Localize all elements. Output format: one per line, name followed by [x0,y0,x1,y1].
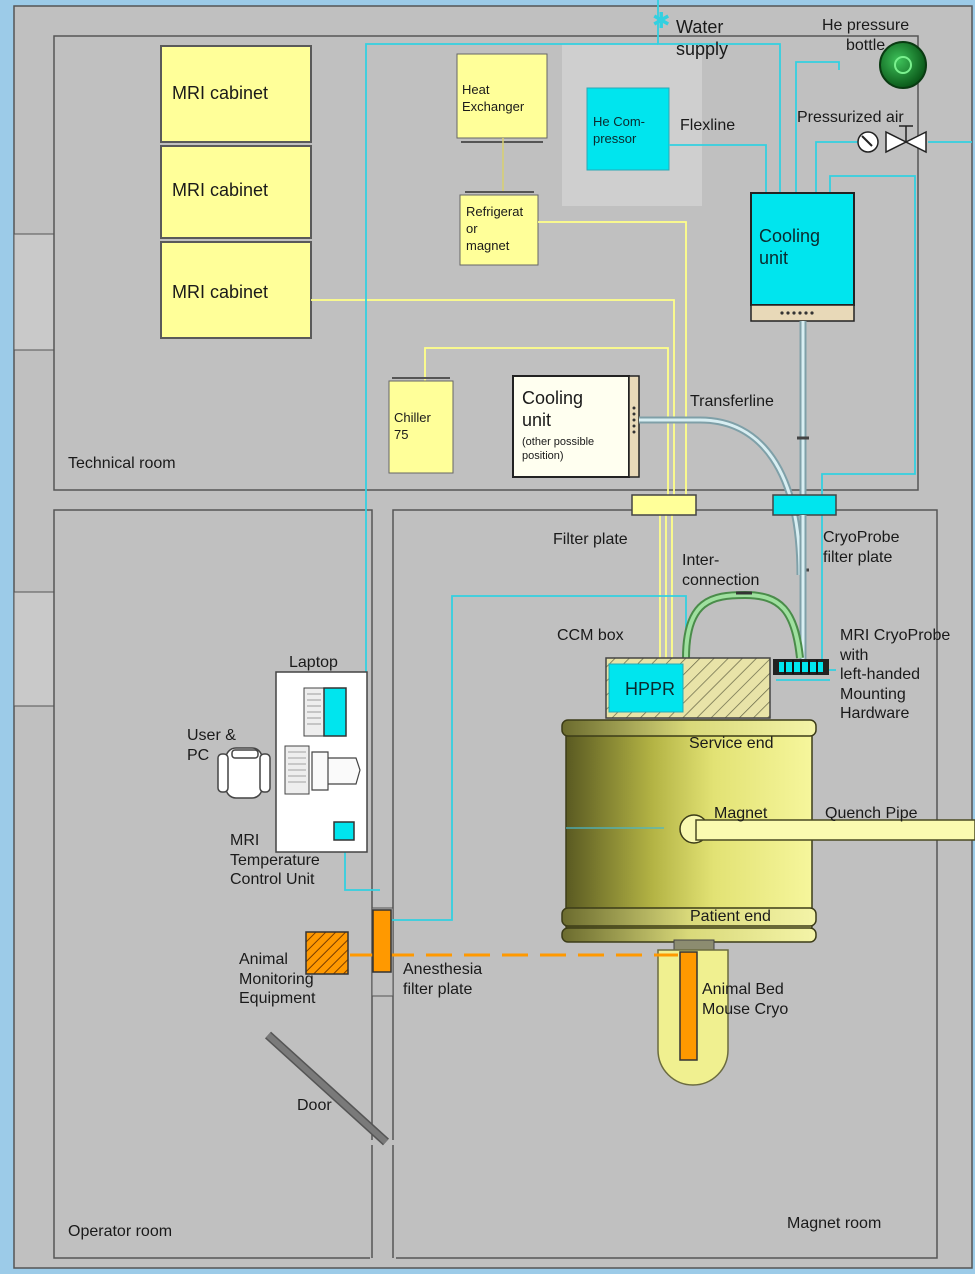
hppr-label: HPPR [625,679,676,699]
service-end-label: Service end [689,735,774,752]
air-valve [885,130,908,154]
mri-cabinet-3 [160,241,312,339]
quench-pipe [695,819,975,841]
temp-control-unit [333,821,355,841]
hppr-box [608,663,684,713]
cryoprobe-filter-plate-label: CryoProbe filter plate [823,529,900,566]
he-bottle-label: He pressure bottle [822,17,910,54]
heat-exchanger-label: Heat Exchanger [462,82,525,114]
he-pressure-bottle [879,41,927,89]
cooling-unit-alt-note: (other possible position) [522,436,595,462]
cooling-unit-label: Cooling unit [759,226,821,268]
cooling-water-lines [311,221,687,658]
cryoprobe-label: MRI CryoProbe with left-handed Mounting … [840,627,951,723]
chair [217,747,271,799]
patient-end-label: Patient end [690,908,771,925]
anesthesia-filter-plate [372,909,392,973]
mri-cabinet-3-label: MRI cabinet [172,282,269,302]
monitor [311,751,361,791]
transferline-label: Transferline [690,393,774,410]
door-label: Door [297,1097,332,1114]
svg-text:✱: ✱ [652,8,670,33]
anesthesia-plate-label: Anesthesia filter plate [403,961,483,998]
mri-cabinet-1 [160,45,312,143]
animal-monitoring-label: Animal Monitoring Equipment [239,951,316,1008]
water-supply-label: Water supply [676,17,729,59]
operator-room [53,509,373,1259]
magnet-label: Magnet [714,805,768,822]
refrigerator-label: Refrigerat or magnet [466,204,524,253]
mri-cabinet-1-label: MRI cabinet [172,83,269,103]
filter-plate [631,494,697,516]
magnet-room-label: Magnet room [787,1215,882,1232]
heat-exchanger-box [456,53,548,139]
operator-room-label: Operator room [68,1223,173,1240]
chiller-label: Chiller 75 [394,410,431,442]
ccm-box-label: CCM box [557,627,624,644]
flexline-label: Flexline [680,117,736,134]
interconnection-label: Inter- connection [682,552,760,589]
temp-control-label: MRI Temperature Control Unit [230,832,320,889]
cryoprobe-filter-plate [772,494,837,516]
cooling-unit-alt-title: Cooling unit [522,388,584,430]
chiller-box [388,380,454,474]
he-compressor-box [586,87,670,171]
user-pc-label: User & PC [187,727,236,764]
pressurized-air-label: Pressurized air [797,109,904,126]
quench-pipe-label: Quench Pipe [825,805,918,822]
technical-room-label: Technical room [68,455,176,472]
animal-monitoring-box [305,931,349,975]
refrigerator-box [459,194,539,266]
animal-bed-insert [679,951,698,1061]
mri-cabinet-2-label: MRI cabinet [172,180,269,200]
he-compressor-label: He Com- pressor [593,114,646,146]
cooling-unit-box [750,192,855,306]
animal-bed-label: Animal Bed Mouse Cryo [702,981,789,1018]
filter-plate-label: Filter plate [553,531,628,548]
laptop-label: Laptop [289,654,338,671]
mri-cabinet-2 [160,145,312,239]
